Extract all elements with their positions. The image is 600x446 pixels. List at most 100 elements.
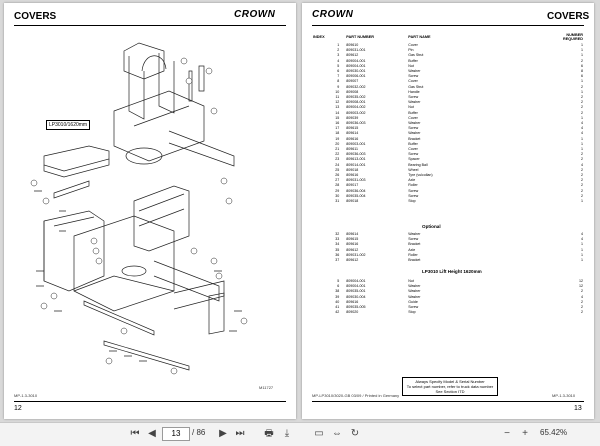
previous-page-icon[interactable]: ◀ (148, 428, 156, 439)
notice-line: See Section ITD (435, 389, 465, 394)
row-qty: 1 (581, 147, 583, 152)
row-part-number: 809611 (346, 147, 359, 152)
footer-code: MP-1.3-3010 (14, 393, 38, 398)
fit-page-icon[interactable]: ▭ (314, 428, 324, 439)
row-index: 38 (335, 289, 340, 294)
row-part-number: 809612 (346, 258, 359, 263)
row-qty: 4 (581, 162, 583, 167)
row-part-name: Screw (408, 188, 419, 193)
row-index: 4 (337, 58, 340, 63)
row-part-number: 809031-002 (346, 252, 366, 257)
fit-width-icon[interactable]: ⇔ (332, 428, 342, 439)
row-part-name: Wheel (408, 167, 419, 172)
footer-divider (312, 401, 584, 402)
notice-line: Always Specify Model & Serial Number (415, 379, 485, 384)
next-page-icon[interactable]: ▶ (219, 428, 227, 439)
row-part-name: Cover (408, 79, 418, 84)
row-qty: 1 (581, 247, 583, 252)
row-index: 9 (337, 84, 340, 89)
row-qty: 4 (581, 232, 583, 236)
row-part-name: Screw (408, 152, 419, 157)
row-part-name: Bracket (408, 136, 421, 141)
row-part-name: Washer (408, 289, 421, 294)
row-part-name: Cover (408, 147, 418, 152)
row-qty: 4 (581, 121, 583, 126)
row-index: 29 (335, 188, 340, 193)
document-viewport: COVERS CROWN (4, 3, 594, 419)
row-part-number: 809036-004 (346, 188, 366, 193)
row-part-number: 809035-002 (346, 95, 366, 100)
row-qty: 1 (581, 136, 583, 141)
row-index: 14 (335, 110, 340, 115)
print-icon[interactable]: 🖶 (264, 428, 274, 439)
row-index: 21 (335, 147, 340, 152)
row-part-number: 809035-005 (346, 305, 366, 310)
rotate-icon[interactable]: ↻ (350, 428, 360, 439)
row-qty: 2 (581, 188, 583, 193)
first-page-icon[interactable]: ⏮ (130, 428, 140, 439)
row-part-number: 809614 (346, 232, 359, 236)
row-index: 10 (335, 89, 340, 94)
row-index: 1 (337, 43, 340, 47)
row-part-name: Handle (408, 89, 420, 94)
page-number-input[interactable]: 13 (162, 427, 190, 441)
save-icon[interactable]: ⤓ (284, 428, 290, 439)
col-qty: NUMBER REQUIRED (562, 33, 583, 41)
row-qty: 2 (581, 310, 583, 315)
zoom-level[interactable]: 65.42% (540, 428, 568, 437)
row-index: 20 (335, 141, 340, 146)
row-part-number: 809018 (346, 167, 359, 172)
lift-section-title: LP3010 Lift Height 1620mm (422, 269, 482, 274)
row-index: 2 (337, 48, 340, 53)
row-index: 36 (335, 252, 340, 257)
row-qty: 2 (581, 183, 583, 188)
table-row: 29 809036-004 Screw 2 (312, 189, 584, 194)
row-part-number: 809017 (346, 183, 359, 188)
row-index: 34 (335, 242, 340, 247)
row-qty: 2 (581, 152, 583, 157)
row-part-name: Screw (408, 237, 419, 242)
row-part-number: 809616 (346, 299, 359, 304)
row-qty: 4 (581, 237, 583, 242)
row-index: 41 (335, 305, 340, 310)
row-part-name: Buffer (408, 110, 418, 115)
row-part-number: 809036-003 (346, 152, 366, 157)
page-title: COVERS (14, 11, 57, 22)
row-index: 12 (335, 100, 340, 105)
row-part-name: Roller (408, 183, 418, 188)
row-part-number: 809008-001 (346, 100, 366, 105)
row-part-name: Tyre (vulcollan) (408, 173, 433, 178)
page-number: 13 (574, 405, 582, 412)
footer-code: MP-1.3-3010 (552, 393, 576, 398)
last-page-icon[interactable]: ⏭ (235, 428, 245, 439)
header-divider (312, 25, 584, 26)
row-part-name: Axle (408, 178, 416, 183)
row-part-number: 809004-001 (346, 58, 366, 63)
row-qty: 2 (581, 299, 583, 304)
row-qty: 6 (581, 74, 583, 79)
zoom-in-icon[interactable]: + (522, 428, 528, 439)
row-qty: 1 (581, 43, 583, 47)
zoom-out-icon[interactable]: − (504, 428, 510, 439)
row-part-number: 809031-003 (346, 178, 366, 183)
row-index: 35 (335, 247, 340, 252)
row-part-number: 809004-001 (346, 63, 366, 68)
row-index: 7 (337, 74, 340, 79)
row-qty: 1 (581, 53, 583, 58)
